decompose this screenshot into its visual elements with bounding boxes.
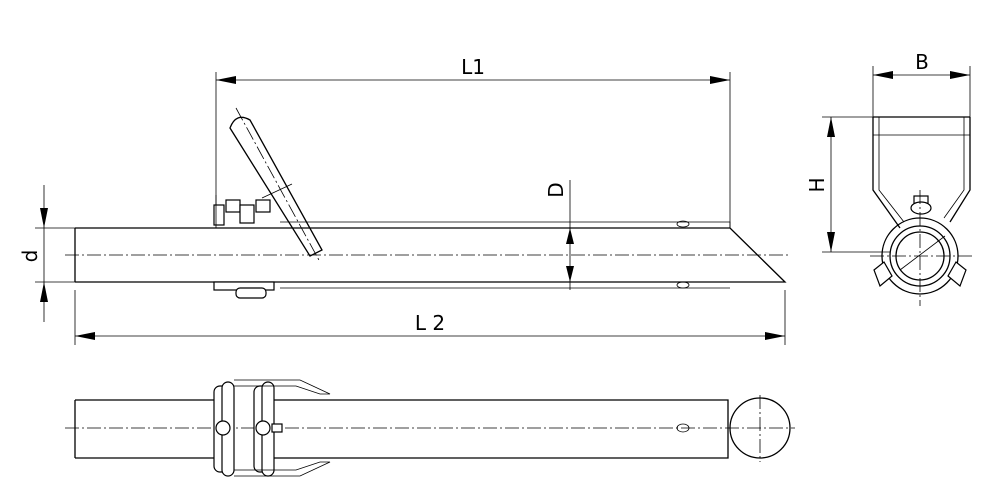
clamp-block-top-1 [213, 204, 225, 226]
D-arrow-bottom [566, 266, 574, 282]
L2-arrow-right [765, 332, 785, 340]
top-clamp-bolt-1 [215, 420, 231, 436]
sleeve-top [280, 221, 731, 228]
D-label: D [544, 182, 568, 197]
clamp-nut-bottom [235, 287, 267, 299]
top-clamp-nut [271, 423, 283, 433]
D-arrow-top [566, 228, 574, 244]
end-frame [872, 116, 971, 229]
handle-tick [261, 183, 293, 199]
handle-outline [229, 116, 323, 257]
top-clamp-arm-top [234, 379, 331, 395]
dimension-L1: L1 [215, 55, 731, 215]
B-label: B [915, 50, 929, 74]
dimension-H: H [805, 116, 890, 253]
top-clamp-bolt-2 [255, 420, 271, 436]
end-bolt-top-base [910, 201, 932, 215]
dimension-B: B [872, 50, 971, 117]
side-view [65, 107, 790, 299]
L1-arrow-left [216, 76, 236, 84]
clamp-assembly [213, 195, 275, 299]
top-clamp [213, 379, 331, 477]
dimension-D: D [544, 180, 574, 290]
handle-centerline [235, 107, 321, 263]
top-sleeve-bolt [676, 423, 690, 433]
H-arrow-top [827, 117, 835, 137]
top-pipe-right [272, 399, 729, 459]
L1-arrow-right [710, 76, 730, 84]
end-bolt-left [873, 261, 893, 288]
L2-arrow-left [75, 332, 95, 340]
d-label: d [18, 250, 42, 263]
end-frame-inner [878, 117, 965, 223]
end-diagonal [899, 235, 946, 271]
top-view [65, 379, 795, 477]
angled-handle [229, 107, 323, 263]
clamp-block-top-4 [255, 199, 271, 213]
B-arrow-right [950, 71, 970, 79]
sleeve-bolt-bottom [676, 281, 690, 289]
sleeve-bolt-top [676, 220, 690, 228]
clamp-block-top-3 [239, 204, 255, 224]
H-arrow-bottom [827, 232, 835, 252]
d-arrow-top [40, 208, 48, 228]
top-clamp-arm-bottom [234, 461, 331, 477]
end-bolt-right [947, 261, 967, 288]
top-pipe-left [74, 399, 222, 459]
dimension-d: d [18, 185, 75, 322]
dimension-L2: L 2 [74, 290, 786, 345]
H-label: H [805, 177, 829, 192]
L1-label: L1 [461, 55, 485, 79]
B-arrow-left [873, 71, 893, 79]
L2-label: L 2 [415, 311, 445, 335]
clamp-block-top-2 [225, 199, 241, 213]
d-arrow-bottom [40, 282, 48, 302]
end-view [870, 116, 975, 306]
